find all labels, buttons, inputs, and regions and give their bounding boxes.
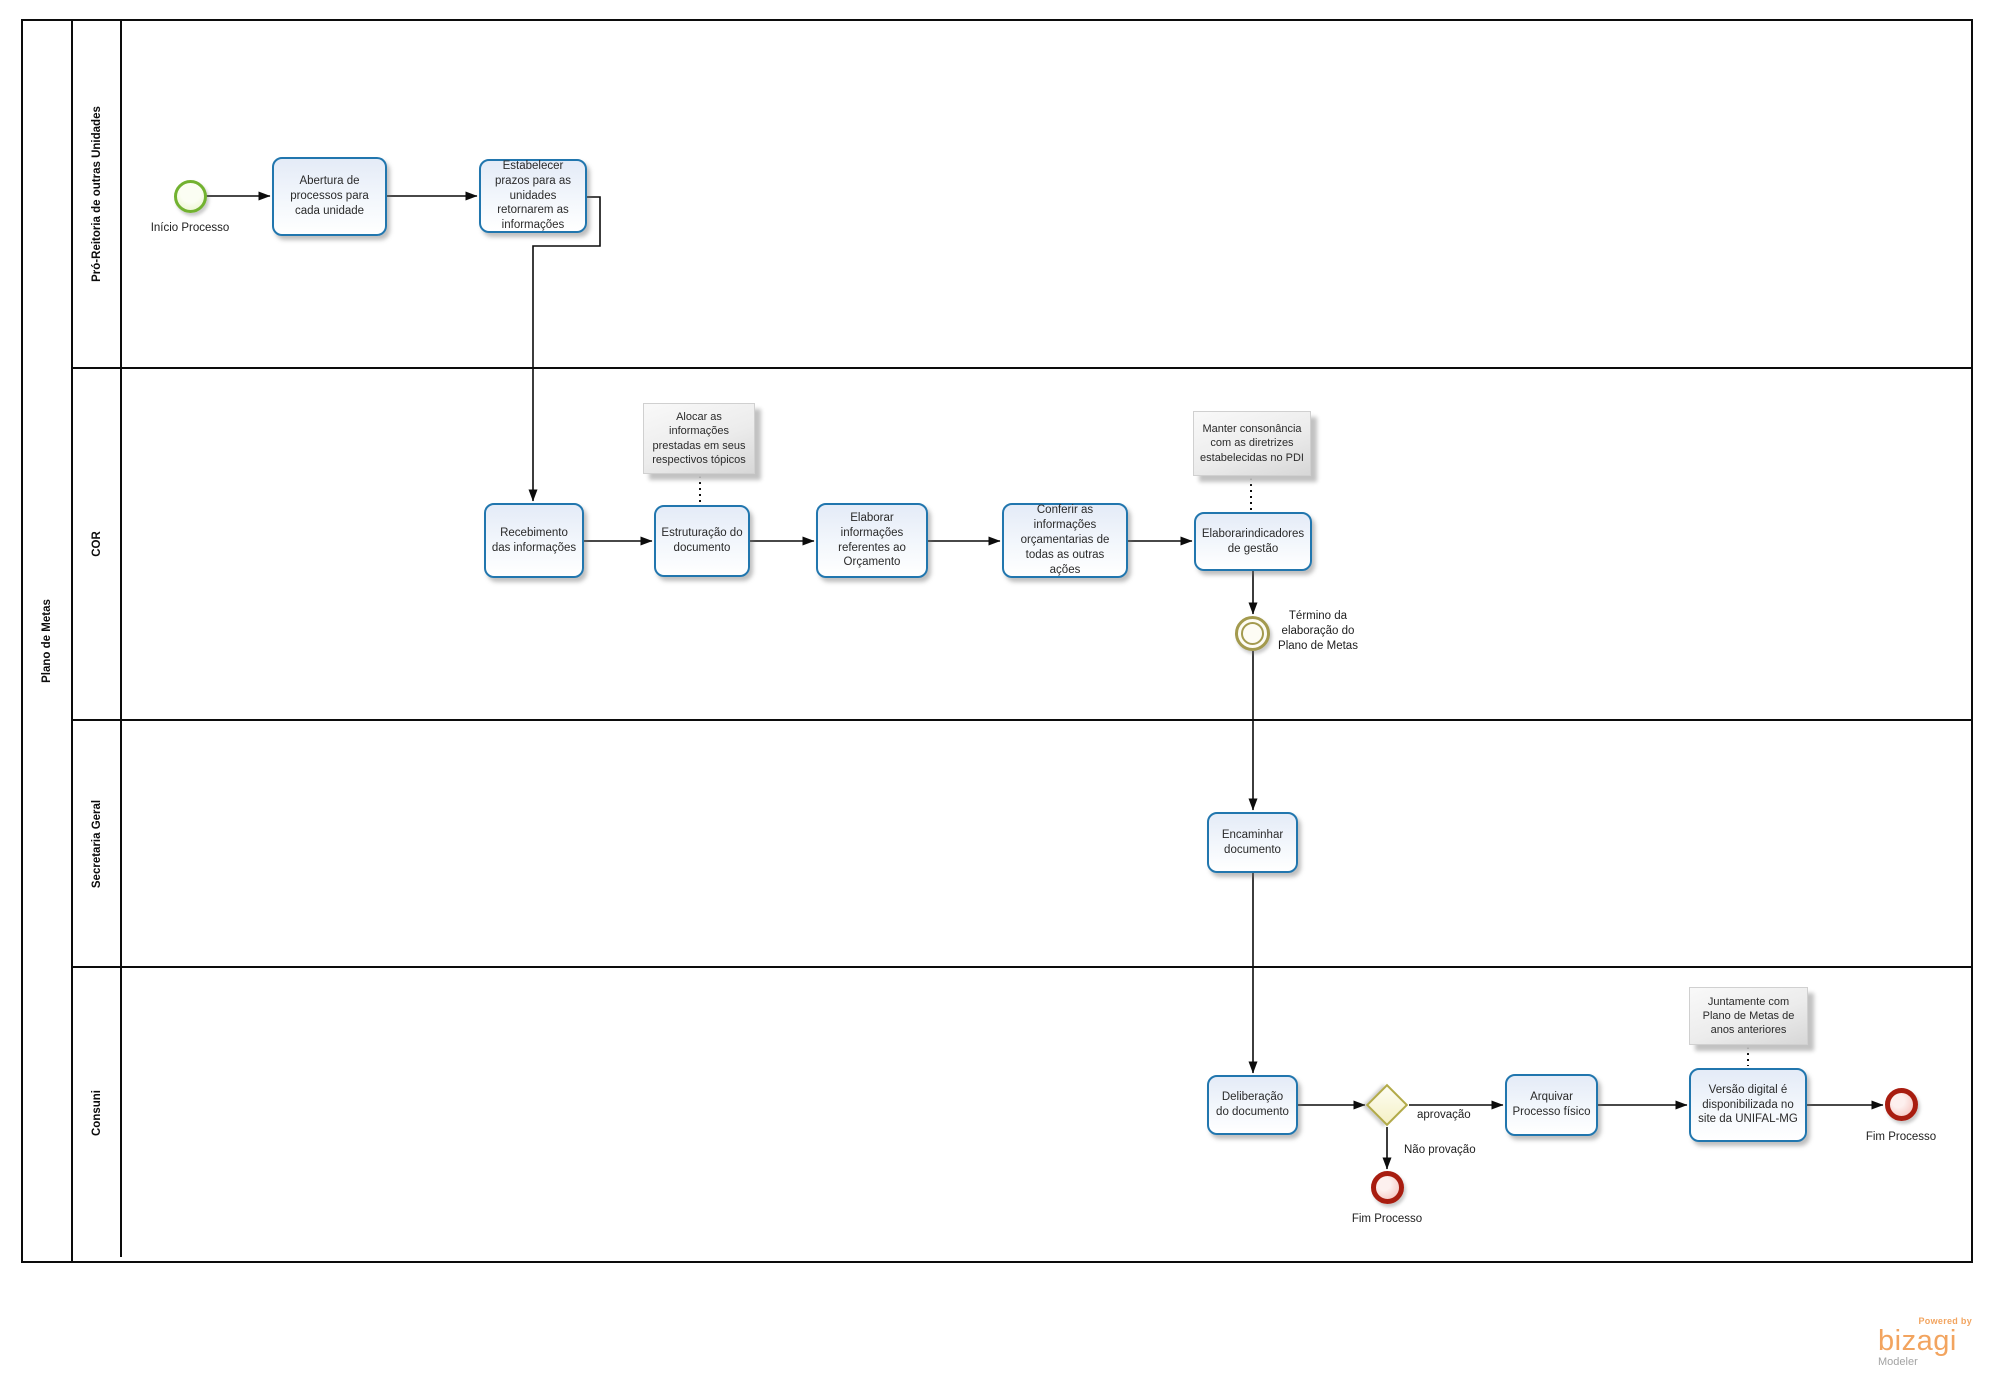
task-encaminhar[interactable]: Encaminhar documento [1207,812,1298,873]
task-deliberacao[interactable]: Deliberação do documento [1207,1075,1298,1135]
task-arquivar[interactable]: Arquivar Processo físico [1505,1074,1598,1136]
pool-title: Plano de Metas [41,599,53,683]
pool-plano-de-metas: Plano de Metas Pró-Reitoria de outras Un… [21,19,1973,1263]
task-indicadores[interactable]: Elaborarindicadores de gestão [1194,512,1312,571]
lane-consuni: Consuni [73,968,1971,1257]
intermediate-event-label: Término da elaboração do Plano de Metas [1278,610,1358,652]
task-recebimento[interactable]: Recebimento das informações [484,503,584,578]
powered-by-text: Powered by [1918,1316,1972,1326]
annotation-juntamente[interactable]: Juntamente com Plano de Metas de anos an… [1689,987,1808,1045]
annotation-consonancia[interactable]: Manter consonância com as diretrizes est… [1193,411,1311,476]
lane-label-secretaria-geral: Secretaria Geral [90,799,103,888]
bizagi-watermark: Powered by bizagi Modeler [1878,1316,1972,1368]
task-abertura[interactable]: Abertura de processos para cada unidade [272,157,387,236]
task-estabelecer-prazos[interactable]: Estabelecer prazos para as unidades reto… [479,159,587,233]
lane-cor: COR [73,369,1971,721]
annotation-alocar[interactable]: Alocar as informações prestadas em seus … [643,403,755,474]
start-event-label: Início Processo [150,222,230,234]
flow-label-aprovacao: aprovação [1417,1109,1471,1121]
task-versao-digital[interactable]: Versão digital é disponibilizada no site… [1689,1068,1807,1142]
lane-label-cor: COR [90,531,103,557]
lane-pro-reitoria: Pró-Reitoria de outras Unidades [73,21,1971,369]
end-event-final-label: Fim Processo [1865,1131,1937,1143]
pool-label-column: Plano de Metas [23,21,73,1261]
bizagi-logo: bizagi [1878,1325,1957,1357]
task-estruturacao[interactable]: Estruturação do documento [654,505,750,577]
bizagi-product-text: Modeler [1878,1356,1918,1368]
task-conferir[interactable]: Conferir as informações orçamentarias de… [1002,503,1128,578]
intermediate-event-termino[interactable] [1235,616,1270,651]
end-event-nao-aprovado[interactable] [1371,1171,1404,1204]
lane-secretaria-geral: Secretaria Geral [73,721,1971,968]
flow-label-nao-provacao: Não provação [1404,1144,1476,1156]
task-elaborar-orcamento[interactable]: Elaborar informações referentes ao Orçam… [816,503,928,578]
lane-label-consuni: Consuni [90,1089,103,1136]
end-event-nao-aprovado-label: Fim Processo [1351,1213,1423,1225]
end-event-final[interactable] [1885,1088,1918,1121]
lane-label-pro-reitoria: Pró-Reitoria de outras Unidades [90,106,103,282]
start-event[interactable] [174,180,207,213]
